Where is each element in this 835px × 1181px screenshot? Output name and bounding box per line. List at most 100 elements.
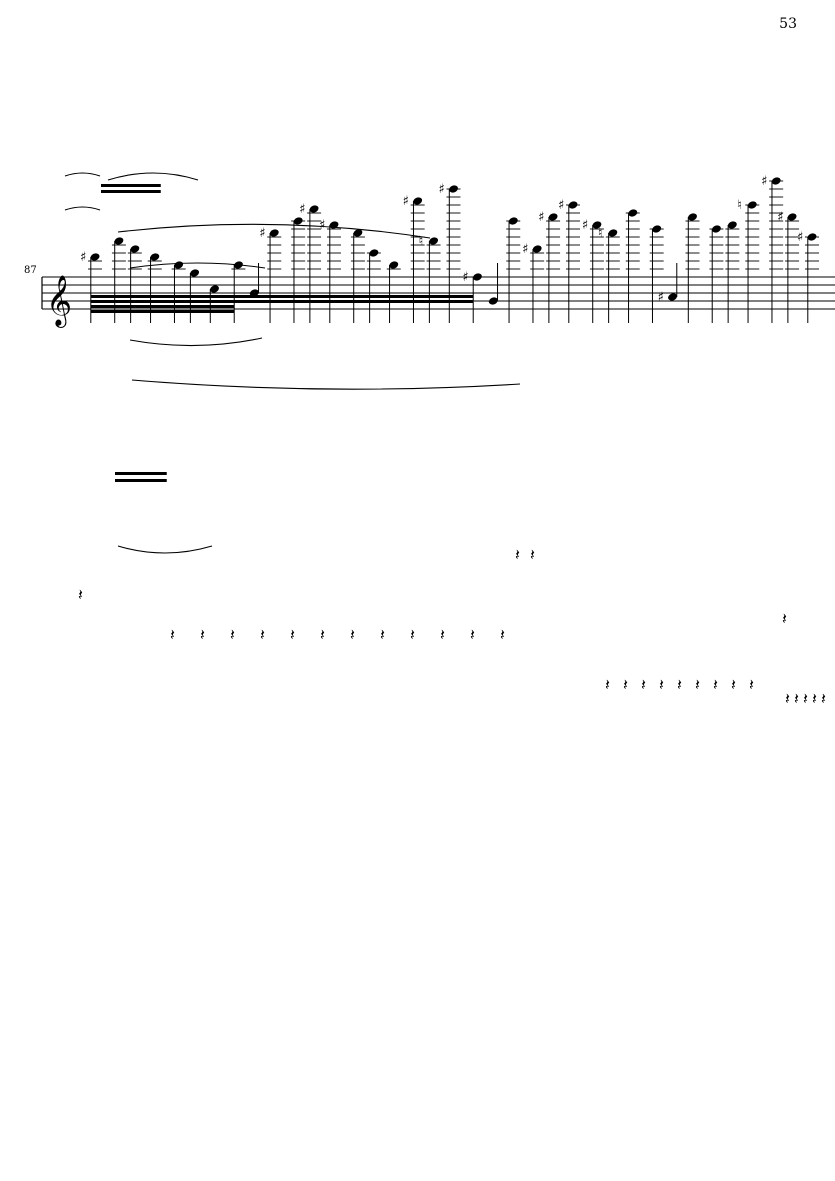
notehead bbox=[449, 185, 458, 193]
sharp-icon: ♯ bbox=[299, 202, 305, 217]
sharp-icon: ♯ bbox=[797, 230, 803, 245]
notehead bbox=[90, 253, 100, 261]
notehead bbox=[508, 217, 518, 225]
quarter-rest-icon: 𝄽 bbox=[782, 609, 787, 628]
quarter-rest-icon: 𝄽 bbox=[500, 625, 505, 644]
note bbox=[649, 225, 664, 323]
note: ♮ bbox=[419, 234, 441, 323]
note bbox=[685, 213, 700, 323]
quarter-rest-icon: 𝄽 bbox=[440, 625, 445, 644]
tie-curve bbox=[64, 172, 101, 177]
notehead bbox=[668, 293, 678, 301]
note: ♯ bbox=[80, 250, 102, 323]
sharp-icon: ♯ bbox=[80, 250, 86, 265]
notehead bbox=[210, 285, 219, 293]
quarter-rest-icon: 𝄽 bbox=[605, 675, 610, 694]
notehead bbox=[389, 261, 399, 269]
tie-curve bbox=[64, 206, 101, 211]
quarter-rest-icon: 𝄽 bbox=[200, 625, 205, 644]
sharp-icon: ♯ bbox=[777, 210, 783, 225]
natural-icon: ♮ bbox=[737, 198, 742, 213]
sharp-icon: ♯ bbox=[582, 218, 588, 233]
beam bbox=[115, 472, 167, 475]
sharp-icon: ♯ bbox=[538, 210, 544, 225]
quarter-rest-icon: 𝄽 bbox=[410, 625, 415, 644]
note: ♯ bbox=[582, 218, 604, 323]
note bbox=[488, 263, 499, 305]
beams-layer bbox=[91, 184, 474, 482]
note: ♯ bbox=[319, 218, 341, 323]
notehead bbox=[488, 297, 498, 305]
sharp-icon: ♯ bbox=[439, 182, 445, 197]
notehead bbox=[711, 225, 721, 233]
beam bbox=[101, 184, 161, 187]
notehead bbox=[652, 225, 662, 233]
note: ♯ bbox=[558, 198, 580, 323]
notehead bbox=[628, 209, 638, 217]
note bbox=[249, 263, 260, 297]
notehead bbox=[532, 245, 542, 253]
notehead bbox=[309, 205, 319, 213]
note: ♮ bbox=[598, 226, 620, 323]
sharp-icon: ♯ bbox=[522, 242, 528, 257]
tie-curve bbox=[117, 223, 431, 239]
beam bbox=[234, 300, 311, 303]
sharp-icon: ♯ bbox=[403, 194, 409, 209]
notehead bbox=[568, 201, 578, 209]
sharp-icon: ♯ bbox=[462, 270, 468, 285]
notehead bbox=[747, 201, 757, 209]
note bbox=[111, 237, 126, 323]
quarter-rest-icon: 𝄽 bbox=[731, 675, 736, 694]
notehead bbox=[293, 217, 303, 225]
sharp-icon: ♯ bbox=[558, 198, 564, 213]
note: ♯ bbox=[797, 230, 819, 323]
note bbox=[709, 225, 724, 323]
quarter-rest-icon: 𝄽 bbox=[515, 545, 520, 564]
beam bbox=[310, 300, 474, 303]
quarter-rest-icon: 𝄽 bbox=[677, 675, 682, 694]
tie-curve bbox=[129, 337, 263, 347]
measure-number: 87 bbox=[24, 265, 37, 276]
note bbox=[725, 221, 740, 323]
beam bbox=[115, 479, 167, 482]
notehead bbox=[787, 213, 797, 221]
note bbox=[625, 209, 640, 323]
sharp-icon: ♯ bbox=[319, 218, 325, 233]
note: ♮ bbox=[737, 198, 760, 323]
sharp-icon: ♯ bbox=[761, 174, 767, 189]
clef-layer: 𝄞 bbox=[46, 275, 72, 328]
notehead bbox=[429, 237, 439, 245]
note: ♯ bbox=[777, 210, 800, 323]
quarter-rest-icon: 𝄽 bbox=[290, 625, 295, 644]
note: ♯ bbox=[403, 194, 425, 323]
note: ♯ bbox=[259, 226, 282, 323]
note bbox=[209, 285, 219, 323]
notehead bbox=[190, 269, 200, 277]
tie-curve bbox=[129, 262, 266, 269]
notehead bbox=[548, 213, 558, 221]
beam bbox=[91, 305, 235, 308]
notehead bbox=[249, 289, 259, 297]
tie-curve bbox=[131, 379, 521, 390]
quarter-rest-icon: 𝄽 bbox=[641, 675, 646, 694]
quarter-rest-icon: 𝄽 bbox=[260, 625, 265, 644]
beam bbox=[310, 295, 474, 298]
note bbox=[506, 217, 521, 323]
sharp-icon: ♯ bbox=[658, 290, 664, 305]
notehead bbox=[608, 229, 618, 237]
quarter-rest-icon: 𝄽 bbox=[170, 625, 175, 644]
quarter-rest-icon: 𝄽 bbox=[713, 675, 718, 694]
quarter-rest-icon: 𝄽 bbox=[380, 625, 385, 644]
notehead bbox=[369, 249, 379, 257]
quarter-rest-icon: 𝄽 bbox=[350, 625, 355, 644]
note: ♯ bbox=[658, 263, 678, 305]
beam bbox=[101, 190, 161, 193]
sharp-icon: ♯ bbox=[259, 226, 265, 241]
note: ♯ bbox=[538, 210, 561, 323]
natural-icon: ♮ bbox=[419, 234, 424, 249]
quarter-rest-icon: 𝄽 bbox=[803, 689, 808, 708]
quarter-rest-icon: 𝄽 bbox=[785, 689, 790, 708]
treble-clef-icon: 𝄞 bbox=[46, 275, 72, 328]
page-number: 53 bbox=[779, 16, 797, 32]
